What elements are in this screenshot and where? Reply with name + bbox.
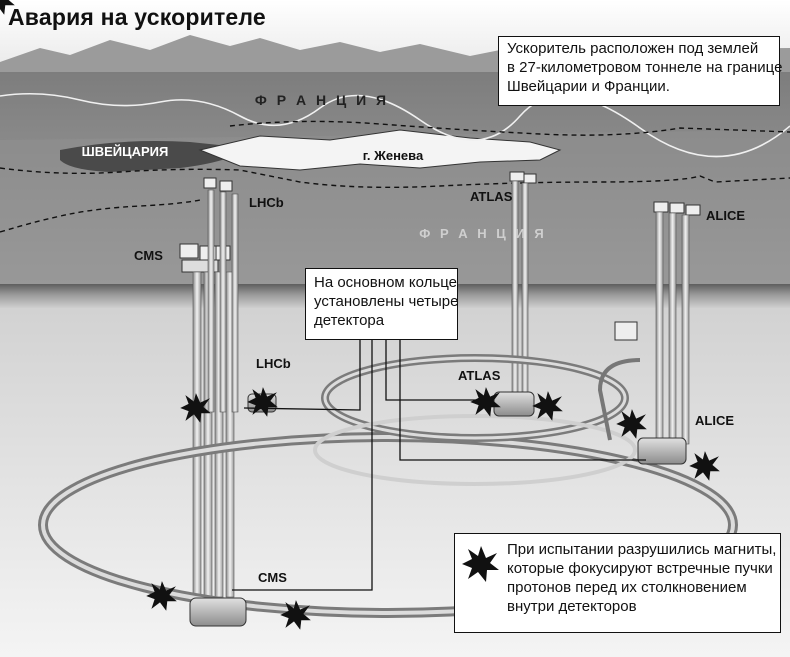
explosion-marks	[0, 0, 720, 630]
info-line: Ускоритель расположен под землей	[507, 40, 759, 57]
legend-box: При испытании разрушились магниты, котор…	[454, 533, 781, 633]
transfer-building	[614, 321, 638, 341]
surface-label-alice: ALICE	[706, 208, 745, 223]
callout-box: На основном кольце установлены четыре де…	[305, 268, 458, 340]
transfer-line	[597, 358, 641, 441]
river	[0, 92, 790, 158]
detector-cms-underground	[189, 597, 247, 627]
info-box: Ускоритель расположен под землей в 27-ки…	[498, 36, 783, 106]
callout-line: установлены четыре	[314, 293, 459, 310]
surface-label-cms: CMS	[134, 248, 163, 263]
legend-line: При испытании разрушились магниты,	[507, 541, 777, 558]
label-france-top: Ф Р А Н Ц И Я	[255, 92, 389, 108]
info-line: в 27-километровом тоннеле на границе	[507, 59, 783, 76]
detector-alice-underground	[637, 437, 687, 465]
underground-label-cms: CMS	[258, 570, 287, 585]
legend-line: протонов перед их столкновением	[507, 579, 747, 596]
explosion-icon	[462, 546, 499, 582]
underground-label-lhcb: LHCb	[256, 356, 291, 371]
border-line-2	[0, 199, 201, 233]
underground-label-atlas: ATLAS	[458, 368, 501, 383]
shafts	[192, 180, 690, 598]
label-france-mid: Ф Р А Н Ц И Я	[419, 226, 546, 241]
surface-label-lhcb: LHCb	[249, 195, 284, 210]
legend-line: которые фокусируют встречные пучки	[507, 560, 773, 577]
border-line-3	[229, 120, 790, 136]
border-line	[0, 167, 790, 189]
callout-line: На основном кольце	[314, 274, 457, 291]
label-switzerland: ШВЕЙЦАРИЯ	[82, 144, 169, 159]
small-ring-highlight	[323, 356, 627, 440]
surface-label-atlas: ATLAS	[470, 189, 513, 204]
surface-building-lhcb	[203, 177, 233, 192]
page-title: Авария на ускорителе	[8, 4, 266, 30]
lake	[60, 141, 248, 172]
callout-line: детектора	[314, 312, 385, 329]
ghost-ring	[313, 414, 637, 486]
underground-label-alice: ALICE	[695, 413, 734, 428]
callout-leaders	[232, 340, 646, 591]
legend-line: внутри детекторов	[507, 598, 637, 615]
label-geneva: г. Женева	[363, 148, 424, 163]
main-ring-highlight	[41, 435, 735, 615]
detector-atlas-underground	[493, 391, 535, 417]
info-line: Швейцарии и Франции.	[507, 78, 670, 95]
